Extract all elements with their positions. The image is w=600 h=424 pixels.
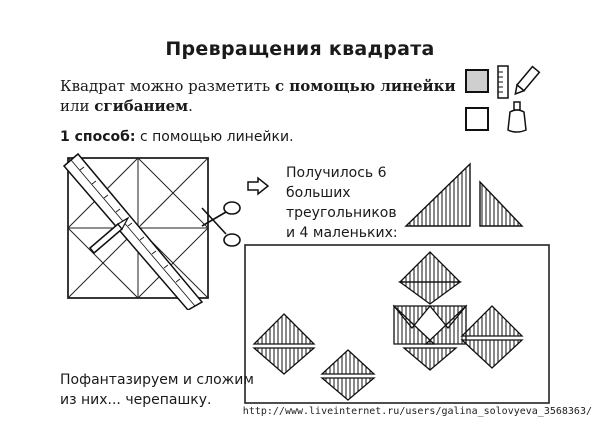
triangles-example <box>404 162 524 227</box>
method-label: 1 способ: с помощью линейки. <box>60 129 294 145</box>
result-text: Получилось 6 больших треугольников и 4 м… <box>286 165 398 241</box>
page-title: Превращения квадрата <box>165 38 435 60</box>
ruler-on-square <box>62 152 204 310</box>
ruler-icon <box>497 65 509 99</box>
glue-icon <box>507 101 527 133</box>
turtle-figure <box>252 251 524 401</box>
scissors-icon <box>201 201 241 247</box>
marked-square-figure <box>62 152 241 310</box>
tools-panel <box>465 65 541 133</box>
turtle-figure-box <box>244 244 550 404</box>
arrow-right-icon <box>247 176 270 196</box>
big-triangle <box>404 162 471 227</box>
pencil-on-square <box>88 216 130 255</box>
empty-square-icon <box>465 107 489 131</box>
fantasy-text: Пофантазируем и сложим из них... черепаш… <box>60 372 254 408</box>
intro-text: Квадрат можно разметить с помощью линейк… <box>60 77 456 115</box>
small-triangle <box>479 180 524 227</box>
watermark-url: http://www.liveinternet.ru/users/galina_… <box>242 406 592 417</box>
grey-square-icon <box>465 69 489 93</box>
pencil-icon <box>514 65 541 96</box>
